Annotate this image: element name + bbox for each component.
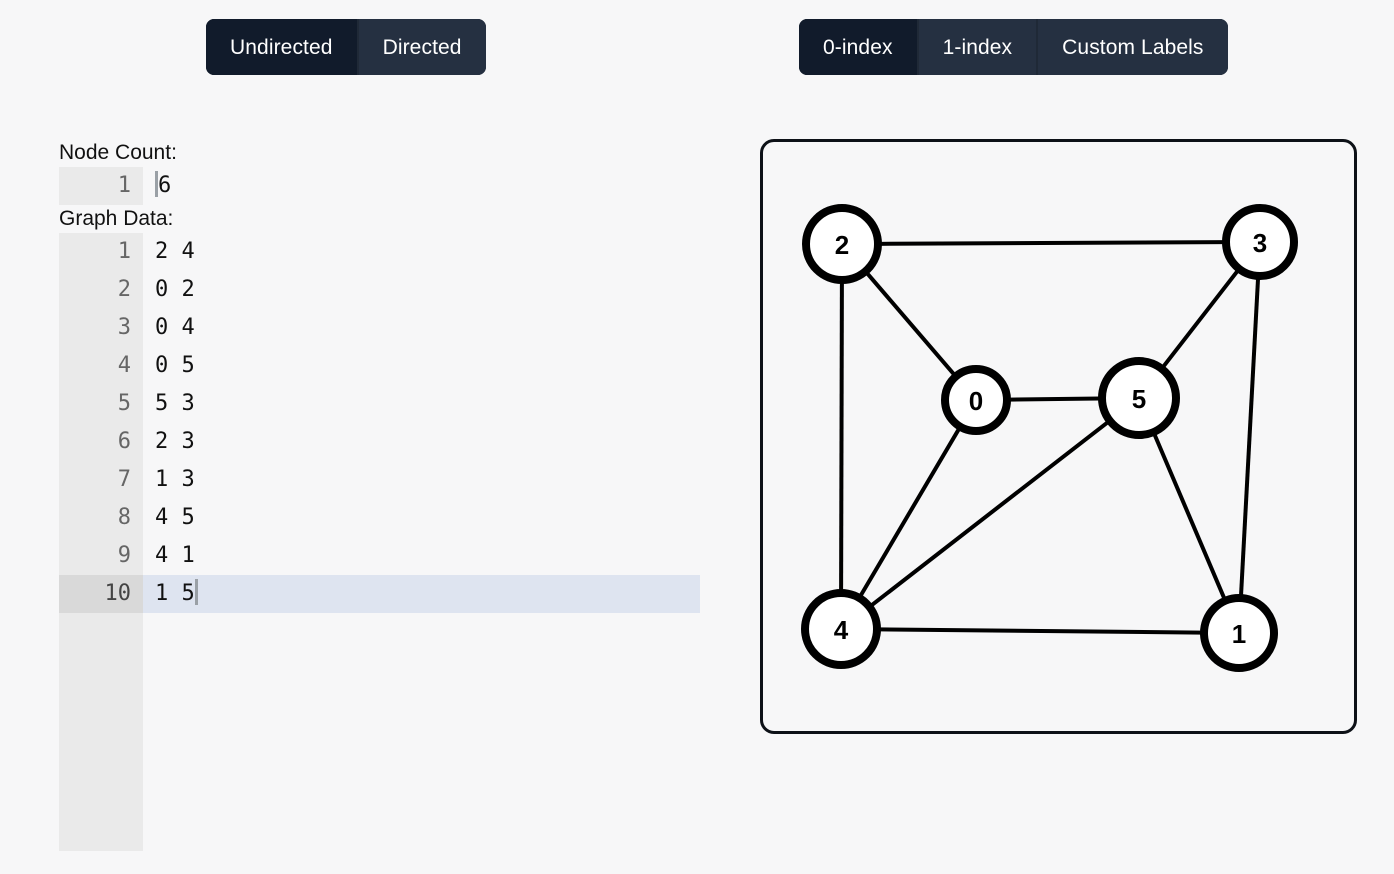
graph-data-label: Graph Data: <box>59 207 174 230</box>
graph-data-line-number: 5 <box>59 385 143 423</box>
graph-data-line[interactable]: 2 0 2 <box>0 271 700 309</box>
graph-edge <box>879 240 1225 246</box>
graph-node[interactable]: 4 <box>801 589 881 669</box>
graph-node-circle[interactable] <box>1098 357 1180 439</box>
editor-empty-area <box>143 613 700 851</box>
graph-data-line-text[interactable]: 1 5 <box>143 575 700 613</box>
graph-edge <box>839 281 844 592</box>
graph-node-circle[interactable] <box>1200 594 1278 672</box>
graph-node-circle[interactable] <box>1222 204 1298 280</box>
graph-data-line-number: 6 <box>59 423 143 461</box>
graph-direction-toggle-group[interactable]: Undirected Directed <box>206 19 486 75</box>
graph-data-line-number: 9 <box>59 537 143 575</box>
graph-data-line-text[interactable]: 0 5 <box>155 353 195 378</box>
graph-canvas[interactable]: 0 1 2 3 4 5 <box>763 142 1354 731</box>
graph-data-line-text[interactable]: 5 3 <box>155 391 195 416</box>
graph-node-circle[interactable] <box>941 365 1011 435</box>
graph-data-line-number: 7 <box>59 461 143 499</box>
toggle-1-index[interactable]: 1-index <box>916 19 1037 75</box>
graph-data-line-text[interactable]: 0 2 <box>155 277 195 302</box>
toggle-custom-labels[interactable]: Custom Labels <box>1036 19 1228 75</box>
graph-edge <box>858 427 961 598</box>
graph-data-line-number: 10 <box>59 575 143 613</box>
graph-data-line[interactable]: 3 0 4 <box>0 309 700 347</box>
graph-node-circle[interactable] <box>802 204 882 284</box>
toggle-directed[interactable]: Directed <box>356 19 486 75</box>
graph-edge <box>1152 433 1227 600</box>
graph-node[interactable]: 2 <box>802 204 882 284</box>
graph-data-line[interactable]: 8 4 5 <box>0 499 700 537</box>
graph-data-line[interactable]: 9 4 1 <box>0 537 700 575</box>
graph-node-circle[interactable] <box>801 589 881 669</box>
graph-data-line[interactable]: 1 2 4 <box>0 233 700 271</box>
gutter-filler-block <box>59 613 143 851</box>
graph-data-line-number: 3 <box>59 309 143 347</box>
graph-data-line-text[interactable]: 0 4 <box>155 315 195 340</box>
node-count-line-number: 1 <box>59 167 143 205</box>
node-labeling-toggle-group[interactable]: 0-index 1-index Custom Labels <box>799 19 1228 75</box>
graph-data-line-number: 4 <box>59 347 143 385</box>
graph-node[interactable]: 0 <box>941 365 1011 435</box>
graph-node-label: 4 <box>834 615 849 645</box>
edges-layer <box>839 240 1261 635</box>
graph-visualization-panel[interactable]: 0 1 2 3 4 5 <box>760 139 1357 734</box>
nodes-layer: 0 1 2 3 4 5 <box>801 204 1298 672</box>
graph-data-line-number: 1 <box>59 233 143 271</box>
graph-node[interactable]: 3 <box>1222 204 1298 280</box>
graph-data-line-text[interactable]: 1 3 <box>155 467 195 492</box>
toggle-0-index[interactable]: 0-index <box>799 19 917 75</box>
graph-node[interactable]: 5 <box>1098 357 1180 439</box>
graph-data-line-text[interactable]: 4 1 <box>155 543 195 568</box>
graph-edge <box>1161 269 1240 369</box>
graph-node-label: 1 <box>1232 619 1246 649</box>
graph-data-line[interactable]: 5 5 3 <box>0 385 700 423</box>
graph-node-label: 2 <box>835 230 849 260</box>
graph-edge <box>1008 396 1101 402</box>
editor-gutter-filler <box>0 613 700 851</box>
graph-data-line-text[interactable]: 2 3 <box>155 429 195 454</box>
graph-edge <box>865 271 957 377</box>
graph-edge <box>878 627 1203 635</box>
graph-node[interactable]: 1 <box>1200 594 1278 672</box>
graph-node-label: 5 <box>1132 384 1146 414</box>
node-count-label: Node Count: <box>59 141 177 164</box>
graph-data-line[interactable]: 6 2 3 <box>0 423 700 461</box>
graph-node-label: 0 <box>969 386 983 416</box>
graph-data-line[interactable]: 4 0 5 <box>0 347 700 385</box>
text-caret <box>155 171 158 197</box>
node-count-line-text[interactable]: 6 <box>143 167 700 205</box>
graph-data-line-number: 2 <box>59 271 143 309</box>
graph-node-label: 3 <box>1253 228 1267 258</box>
graph-data-line[interactable]: 7 1 3 <box>0 461 700 499</box>
graph-edge <box>1238 277 1261 597</box>
toggle-undirected[interactable]: Undirected <box>206 19 357 75</box>
graph-data-line-number: 8 <box>59 499 143 537</box>
graph-data-line-text[interactable]: 2 4 <box>155 239 195 264</box>
graph-data-line-text[interactable]: 4 5 <box>155 505 195 530</box>
text-caret <box>194 579 198 605</box>
graph-edge <box>869 420 1110 608</box>
